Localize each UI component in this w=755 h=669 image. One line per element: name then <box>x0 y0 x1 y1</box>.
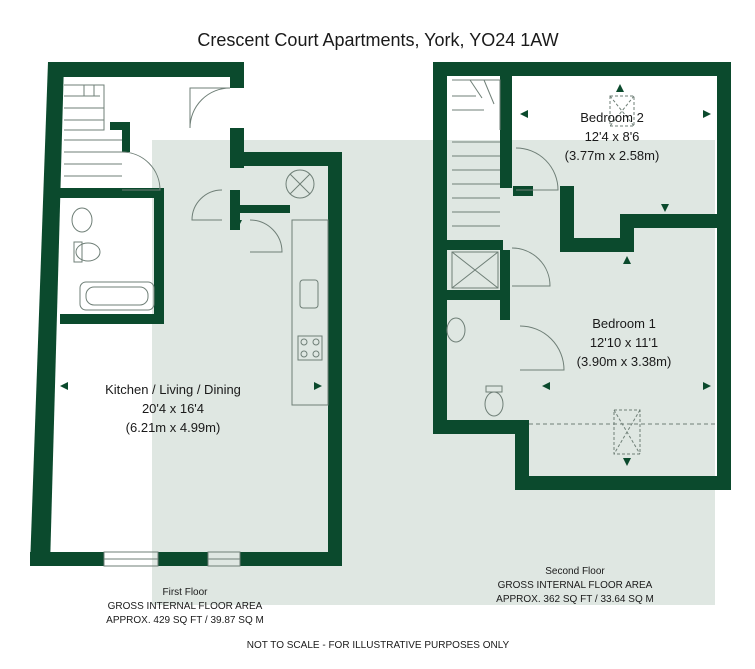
svg-text:GROSS INTERNAL FLOOR AREA: GROSS INTERNAL FLOOR AREA <box>498 580 653 591</box>
svg-text:First Floor: First Floor <box>163 587 209 598</box>
svg-text:Bedroom 1: Bedroom 1 <box>592 316 656 331</box>
first-floor-plan <box>30 62 342 566</box>
shower-icon <box>451 251 499 289</box>
svg-text:12'10 x 11'1: 12'10 x 11'1 <box>590 335 658 350</box>
second-floor-fixtures <box>446 79 717 455</box>
first-floor-fixtures <box>64 84 329 567</box>
toilet-icon <box>75 242 101 262</box>
kitchen-counter <box>291 219 329 406</box>
wall <box>110 122 130 130</box>
svg-text:APPROX. 429 SQ FT / 39.87 SQ M: APPROX. 429 SQ FT / 39.87 SQ M <box>106 615 264 626</box>
page-title: Crescent Court Apartments, York, YO24 1A… <box>197 30 558 50</box>
door-swing <box>189 87 231 129</box>
wall <box>30 552 104 566</box>
wall <box>154 188 164 322</box>
svg-text:20'4 x 16'4: 20'4 x 16'4 <box>142 401 204 416</box>
door-swing <box>249 219 283 253</box>
staircase <box>452 79 501 227</box>
sink-icon <box>299 279 319 309</box>
room-bedroom-1: Bedroom 1 12'10 x 11'1 (3.90m x 3.38m) <box>577 316 672 369</box>
door-swing <box>515 147 559 191</box>
wall <box>447 290 503 300</box>
second-floor-caption: Second Floor GROSS INTERNAL FLOOR AREA A… <box>496 566 654 605</box>
svg-text:Bedroom 2: Bedroom 2 <box>580 110 644 125</box>
wall <box>717 62 731 490</box>
hob-icon <box>297 335 323 361</box>
wall <box>230 152 342 166</box>
dimension-arrows <box>60 220 322 390</box>
wall <box>560 238 634 252</box>
svg-text:GROSS INTERNAL FLOOR AREA: GROSS INTERNAL FLOOR AREA <box>108 601 263 612</box>
staircase <box>64 84 122 177</box>
bath-icon <box>79 281 155 311</box>
wall <box>433 420 529 434</box>
svg-text:APPROX. 362 SQ FT / 33.64 SQ M: APPROX. 362 SQ FT / 33.64 SQ M <box>496 594 654 605</box>
roof-window <box>609 95 635 127</box>
svg-text:(3.90m x 3.38m): (3.90m x 3.38m) <box>577 354 672 369</box>
first-floor-caption: First Floor GROSS INTERNAL FLOOR AREA AP… <box>106 587 264 626</box>
svg-text:(3.77m x 2.58m): (3.77m x 2.58m) <box>565 148 660 163</box>
wall <box>620 214 730 228</box>
boiler-icon <box>285 169 315 199</box>
wall <box>513 186 533 196</box>
wall <box>60 188 154 198</box>
basin-icon <box>446 317 466 343</box>
wall <box>500 250 510 320</box>
basin-icon <box>71 207 93 233</box>
roof-window <box>613 409 641 455</box>
svg-text:12'4 x 8'6: 12'4 x 8'6 <box>585 129 640 144</box>
svg-text:Kitchen / Living / Dining: Kitchen / Living / Dining <box>105 382 241 397</box>
second-floor-plan <box>433 62 731 490</box>
door-swing <box>121 151 161 191</box>
svg-text:Second Floor: Second Floor <box>545 566 605 577</box>
wall <box>60 314 164 324</box>
disclaimer: NOT TO SCALE - FOR ILLUSTRATIVE PURPOSES… <box>247 640 510 651</box>
wall <box>515 420 529 490</box>
room-bedroom-2: Bedroom 2 12'4 x 8'6 (3.77m x 2.58m) <box>565 110 660 163</box>
wall <box>240 552 342 566</box>
wall <box>433 62 731 76</box>
wall <box>328 152 342 566</box>
wall <box>48 62 244 77</box>
wall <box>230 62 244 88</box>
dimension-arrows <box>520 84 711 466</box>
wall <box>230 205 290 213</box>
wall <box>433 62 447 434</box>
wall <box>515 476 731 490</box>
wall <box>447 240 503 250</box>
door-swing <box>191 189 223 221</box>
wall <box>122 122 130 152</box>
wall <box>158 552 208 566</box>
wall <box>560 186 574 252</box>
door-swing <box>511 247 551 287</box>
door-swing <box>519 325 565 371</box>
svg-text:(6.21m x 4.99m): (6.21m x 4.99m) <box>126 420 221 435</box>
wall <box>30 62 64 566</box>
room-kitchen-living-dining: Kitchen / Living / Dining 20'4 x 16'4 (6… <box>105 382 241 435</box>
wall <box>500 76 512 188</box>
